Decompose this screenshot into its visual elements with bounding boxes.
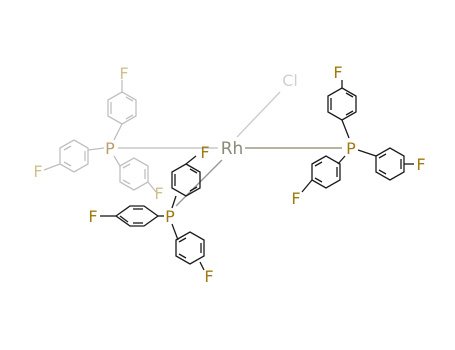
fluorophenyl-ring [311, 155, 341, 189]
rh-atom-label: Rh [221, 139, 244, 159]
p-c-bond [87, 147, 105, 151]
p-atom-label-bottom: P [165, 207, 175, 226]
f-atom-label: F [291, 189, 300, 208]
f-atom-label: F [154, 184, 163, 203]
f-atom-label: F [119, 64, 128, 83]
p-c-bond [113, 155, 121, 167]
c-f-bond [43, 163, 61, 171]
c-f-bond [185, 155, 197, 165]
fluorophenyl-ring [171, 163, 201, 197]
c-f-bond [147, 181, 157, 193]
rh-cl-bond [236, 91, 281, 138]
fluorophenyl-ring [114, 205, 160, 227]
p-c-bond [113, 123, 123, 141]
fluorophenyl-ring [107, 91, 137, 125]
fluorophenyl-ring [375, 147, 405, 181]
c-f-bond [199, 261, 205, 271]
fluorophenyl-ring [59, 139, 89, 173]
c-f-bond [301, 179, 313, 193]
p-atom-label-right: P [346, 139, 356, 158]
p-c-bond [357, 149, 377, 157]
f-atom-label: F [204, 267, 213, 286]
metal-bonds [118, 91, 342, 207]
cl-atom-label: Cl [282, 71, 298, 90]
phosphine-right [301, 80, 414, 193]
f-atom-label: F [33, 162, 42, 181]
p-c-bond [341, 119, 350, 139]
f-atom-label: F [200, 143, 209, 162]
rh-p-bottom-bond [175, 159, 223, 207]
fluorophenyl-ring [175, 231, 205, 265]
p-atom-label-left: P [105, 139, 115, 158]
f-atom-label: F [416, 155, 425, 174]
phosphine-left [43, 80, 157, 193]
atom-labels: Rh Cl P P P F F F F F F F F F [33, 63, 425, 286]
f-atom-label: F [88, 207, 97, 226]
fluorophenyl-ring [119, 157, 149, 191]
f-atom-label: F [333, 63, 342, 82]
phosphine-bottom [100, 155, 205, 271]
p-c-bond [171, 195, 177, 209]
p-c-bond [337, 155, 346, 165]
p-c-bond [171, 223, 179, 241]
fluorophenyl-ring [327, 87, 357, 121]
